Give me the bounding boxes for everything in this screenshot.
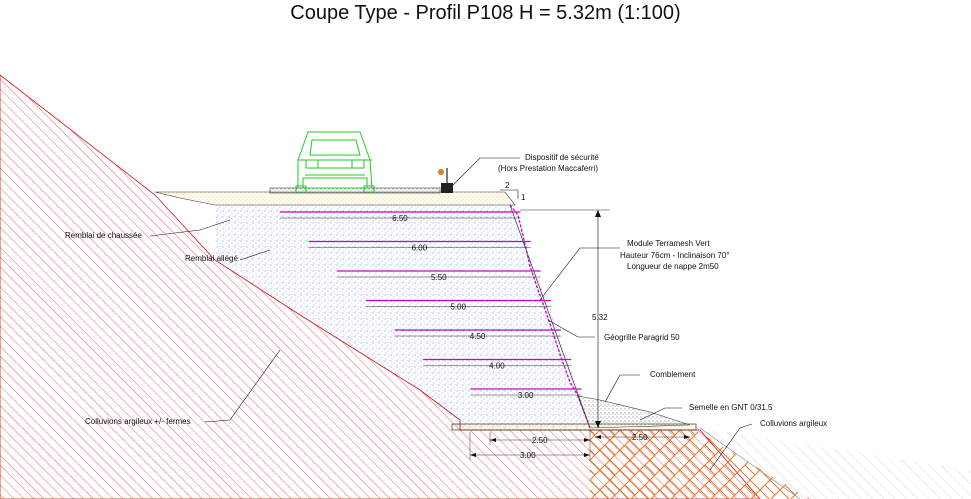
foundation-dimensions: 2.50 3.00 2.50: [469, 430, 690, 460]
comblement: [577, 395, 691, 429]
label-dispositif-2: (Hors Prestation Maccaferri): [498, 164, 598, 173]
label-remblai-chaussee: Remblai de chaussée: [65, 231, 142, 240]
right-slope-hatch: [700, 428, 971, 499]
label-semelle: Semelle en GNT 0/31.5: [689, 403, 773, 412]
slope-rise: 1: [521, 193, 526, 202]
layer-length-5: 4.50: [470, 332, 486, 341]
terramesh-facing: [509, 204, 591, 429]
label-module-1: Module Terramesh Vert: [627, 239, 710, 248]
label-colluvions-fermes: Colluvions argileux +/- fermes: [85, 417, 191, 426]
height-dimension: 5.32: [520, 209, 610, 428]
drawing-title: Coupe Type - Profil P108 H = 5.32m (1:10…: [290, 2, 681, 24]
car-icon: [295, 131, 375, 193]
annotations: Dispositif de sécurité (Hors Prestation …: [65, 153, 827, 471]
reinforcement-layers: 6.50 6.00 5.50 5.00 4.50 4.00 3.00: [279, 211, 582, 400]
label-dispositif-1: Dispositif de sécurité: [525, 153, 599, 162]
label-geogrille: Géogrille Paragrid 50: [604, 333, 680, 342]
layer-length-1: 6.50: [392, 214, 408, 223]
label-comblement: Comblement: [650, 370, 696, 379]
label-colluvions: Colluvions argileux: [760, 419, 827, 428]
slope-run: 2: [505, 181, 510, 190]
safety-device-icon: [438, 168, 453, 193]
layer-length-2: 6.00: [412, 244, 428, 253]
label-module-2: Hauteur 76cm - Inclinaison 70°: [620, 251, 729, 260]
dim-left-inner: 2.50: [532, 436, 548, 445]
colluvions-argileux-right: [590, 430, 810, 499]
dim-left-outer: 3.00: [520, 451, 536, 460]
dim-right: 2.50: [632, 433, 648, 442]
layer-length-4: 5.00: [450, 303, 466, 312]
label-module-3: Longueur de nappe 2m50: [627, 262, 719, 271]
layer-length-6: 4.00: [489, 362, 505, 371]
semelle-gnt: [451, 423, 697, 431]
slope-indicator: 2 1: [500, 181, 526, 202]
layer-length-7: 3.00: [518, 391, 534, 400]
layer-length-3: 5.50: [431, 273, 447, 282]
height-dim-text: 5.32: [592, 313, 608, 322]
label-remblai-allege: Remblai allégé: [185, 254, 238, 263]
remblai-chaussee: [154, 191, 516, 206]
remblai-allege-fill: [215, 205, 590, 428]
